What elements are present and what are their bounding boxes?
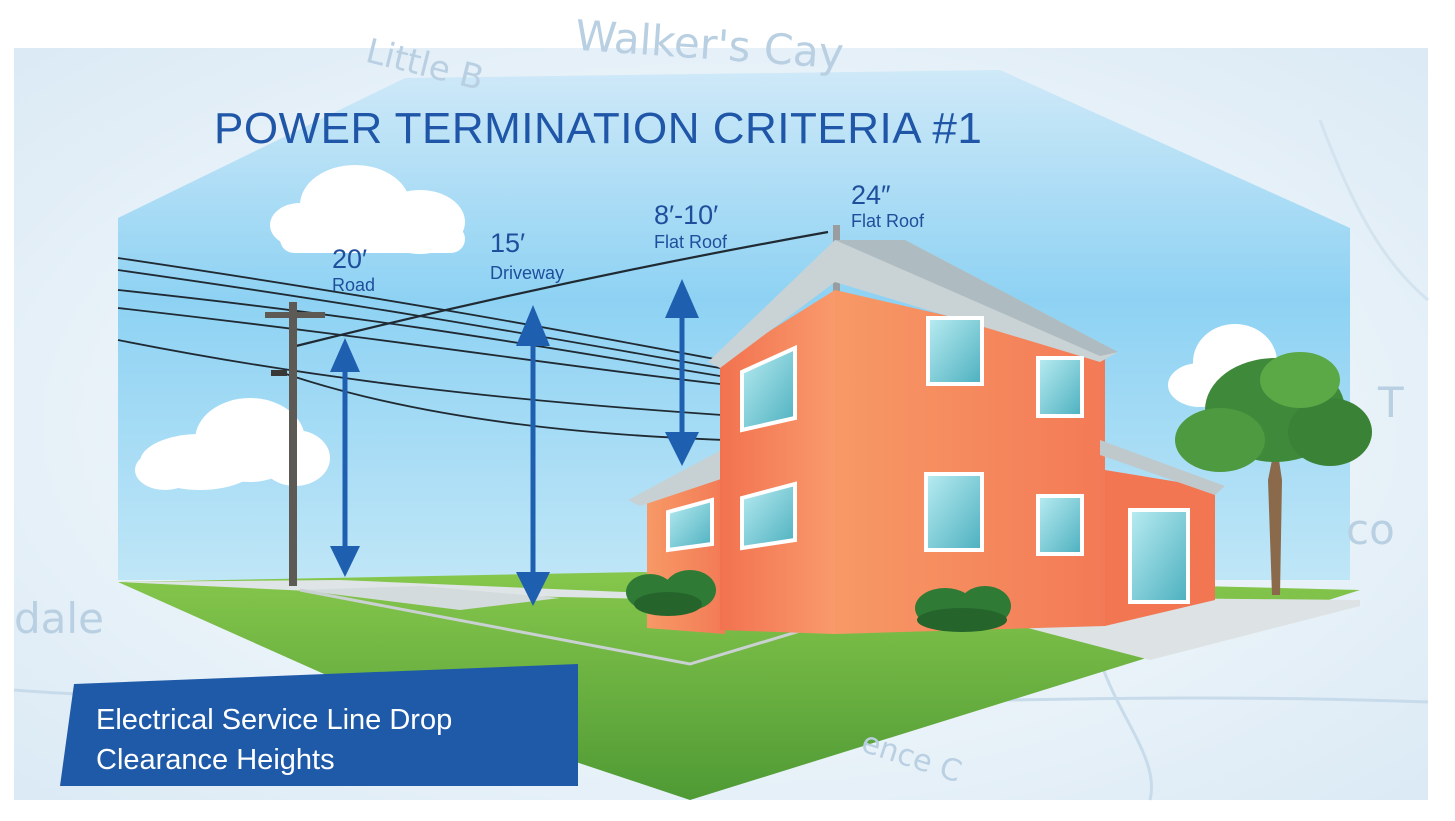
map-label-dale: dale [14, 594, 104, 643]
banner-line-2: Clearance Heights [96, 744, 335, 776]
bush-right [915, 586, 1011, 632]
clearance-driveway-label: Driveway [490, 263, 565, 283]
banner-background [60, 664, 578, 786]
clearance-road-label: Road [332, 275, 376, 295]
banner-caption: Electrical Service Line Drop Clearance H… [96, 700, 452, 780]
roof [708, 240, 1118, 368]
clearance-flat-roof-1-label: Flat Roof [654, 232, 728, 252]
utility-pole [289, 302, 297, 586]
map-label-right-t: T [1378, 378, 1404, 427]
driveway [300, 586, 560, 610]
cloud-top [270, 165, 465, 254]
page-title: POWER TERMINATION CRITERIA #1 [214, 104, 983, 153]
pole-crossarm [265, 312, 325, 318]
bush-left [626, 570, 716, 616]
clearance-road-value: 20′ [332, 244, 368, 274]
house [628, 240, 1225, 634]
tree [1175, 352, 1372, 595]
clearance-flat-roof-1-value: 8′-10′ [654, 200, 719, 230]
arrow-driveway [516, 305, 550, 606]
clearance-driveway-value: 15′ [490, 228, 526, 258]
arrow-road [330, 338, 360, 577]
arrow-flat-roof [665, 279, 699, 466]
clearance-flat-roof-2-value: 24″ [851, 180, 891, 210]
clearance-flat-roof-2-label: Flat Roof [851, 211, 925, 231]
map-label-right-co: co [1346, 505, 1395, 554]
banner-line-1: Electrical Service Line Drop [96, 704, 453, 736]
